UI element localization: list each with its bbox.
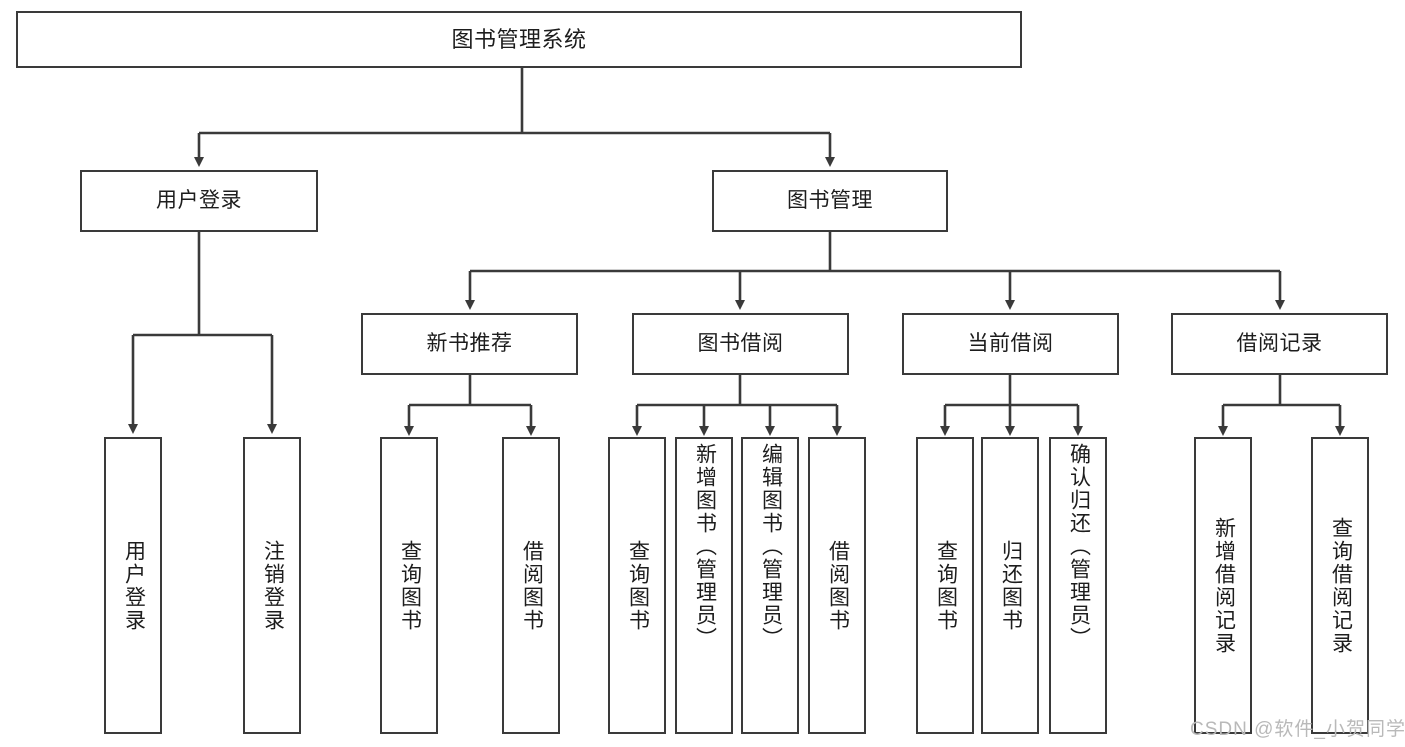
leaf-user-login[interactable]: 用户登录	[104, 437, 162, 734]
node-borrow-record[interactable]: 借阅记录	[1171, 313, 1388, 375]
leaf-label: 新增图书（管理员）	[693, 443, 717, 650]
leaf-label: 用户登录	[122, 539, 146, 632]
leaf-return-book[interactable]: 归还图书	[981, 437, 1039, 734]
node-label: 图书借阅	[697, 331, 784, 355]
leaf-label: 归还图书	[999, 539, 1023, 632]
watermark: CSDN @软件_小贺同学	[1190, 719, 1405, 740]
node-book-borrow[interactable]: 图书借阅	[632, 313, 849, 375]
leaf-query-book-recommend[interactable]: 查询图书	[380, 437, 438, 734]
leaf-borrow-book[interactable]: 借阅图书	[808, 437, 866, 734]
leaf-add-borrow-record[interactable]: 新增借阅记录	[1194, 437, 1252, 734]
node-label: 新书推荐	[426, 331, 513, 355]
leaf-edit-book-admin[interactable]: 编辑图书（管理员）	[741, 437, 799, 734]
leaf-query-book-borrow[interactable]: 查询图书	[608, 437, 666, 734]
leaf-label: 查询借阅记录	[1329, 516, 1353, 655]
leaf-label: 借阅图书	[520, 539, 544, 632]
leaf-query-book-current[interactable]: 查询图书	[916, 437, 974, 734]
node-book-management[interactable]: 图书管理	[712, 170, 948, 232]
leaf-label: 编辑图书（管理员）	[759, 443, 783, 650]
leaf-label: 确认归还（管理员）	[1067, 443, 1091, 650]
node-label: 图书管理	[787, 188, 873, 212]
node-new-book-recommend[interactable]: 新书推荐	[361, 313, 578, 375]
node-label: 图书管理系统	[451, 26, 587, 52]
leaf-label: 查询图书	[626, 539, 650, 632]
leaf-add-book-admin[interactable]: 新增图书（管理员）	[675, 437, 733, 734]
node-label: 用户登录	[156, 188, 242, 212]
node-label: 当前借阅	[967, 331, 1054, 355]
leaf-label: 借阅图书	[826, 539, 850, 632]
node-label: 借阅记录	[1236, 331, 1323, 355]
leaf-label: 查询图书	[398, 539, 422, 632]
node-root-system[interactable]: 图书管理系统	[16, 11, 1022, 68]
node-current-borrow[interactable]: 当前借阅	[902, 313, 1119, 375]
leaf-borrow-book-recommend[interactable]: 借阅图书	[502, 437, 560, 734]
leaf-query-borrow-record[interactable]: 查询借阅记录	[1311, 437, 1369, 734]
leaf-label: 注销登录	[261, 539, 285, 632]
leaf-label: 新增借阅记录	[1212, 516, 1236, 655]
node-user-login[interactable]: 用户登录	[80, 170, 318, 232]
leaf-logout-login[interactable]: 注销登录	[243, 437, 301, 734]
leaf-confirm-return-admin[interactable]: 确认归还（管理员）	[1049, 437, 1107, 734]
leaf-label: 查询图书	[934, 539, 958, 632]
